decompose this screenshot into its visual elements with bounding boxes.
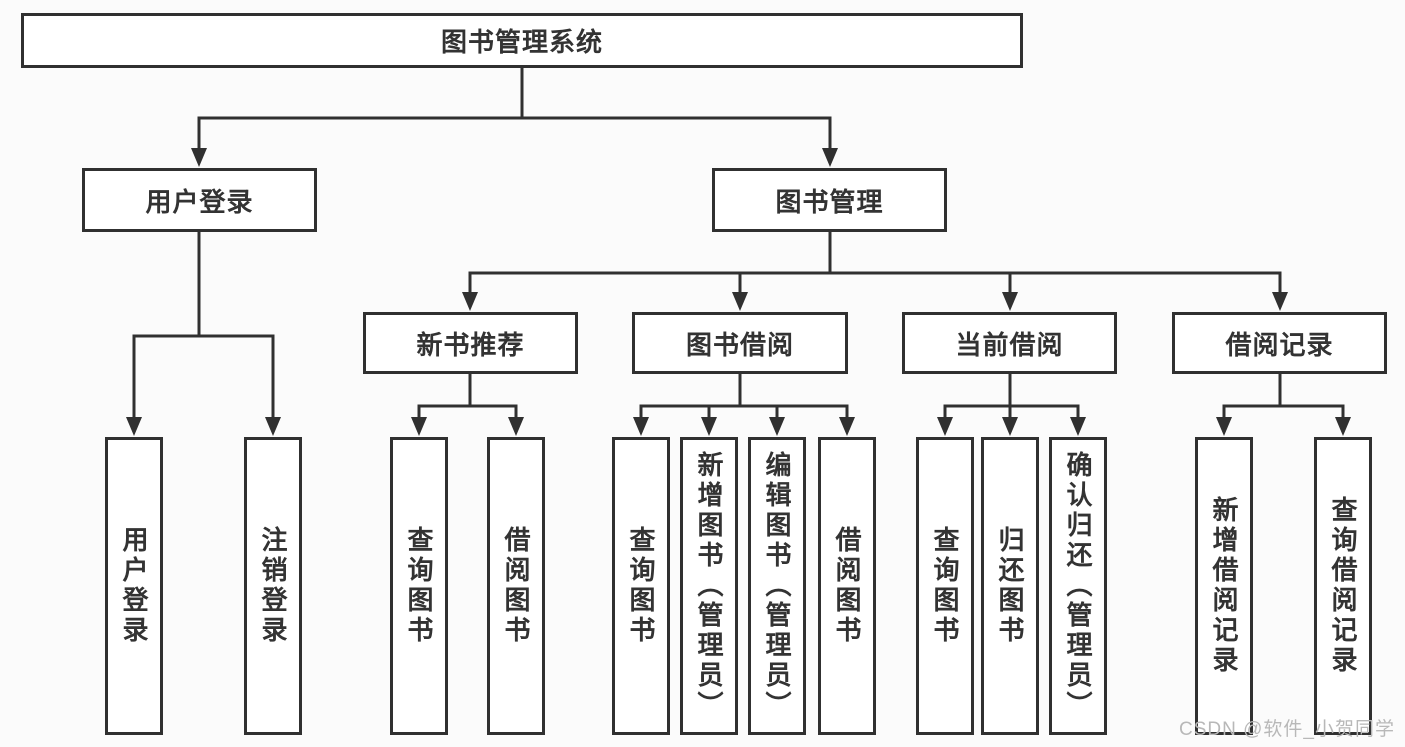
leaf-confirm-return-admin: 确认归还（管理员）	[1049, 437, 1107, 735]
leaf-query-books-current: 查询图书	[916, 437, 974, 735]
csdn-watermark: CSDN @软件_小贺同学	[1179, 719, 1395, 740]
leaf-add-borrow-record: 新增借阅记录	[1195, 437, 1253, 735]
node-new-book-recommend: 新书推荐	[363, 312, 578, 374]
node-root: 图书管理系统	[21, 13, 1023, 68]
leaf-user-login: 用户登录	[105, 437, 163, 735]
leaf-query-borrow-record: 查询借阅记录	[1314, 437, 1372, 735]
connector-strokes	[132, 66, 1345, 420]
node-user-login: 用户登录	[82, 168, 317, 232]
arrow-heads	[126, 148, 1351, 436]
node-borrow-records: 借阅记录	[1172, 312, 1387, 374]
leaf-query-books-borrow: 查询图书	[612, 437, 670, 735]
leaf-logout: 注销登录	[244, 437, 302, 735]
node-book-management: 图书管理	[712, 168, 947, 232]
leaf-add-book-admin: 新增图书（管理员）	[680, 437, 738, 735]
leaf-return-book: 归还图书	[981, 437, 1039, 735]
leaf-query-books-recommend: 查询图书	[390, 437, 448, 735]
leaf-borrow-books: 借阅图书	[818, 437, 876, 735]
node-book-borrow: 图书借阅	[632, 312, 848, 374]
leaf-edit-book-admin: 编辑图书（管理员）	[748, 437, 806, 735]
leaf-borrow-books-recommend: 借阅图书	[487, 437, 545, 735]
node-current-borrow: 当前借阅	[902, 312, 1117, 374]
